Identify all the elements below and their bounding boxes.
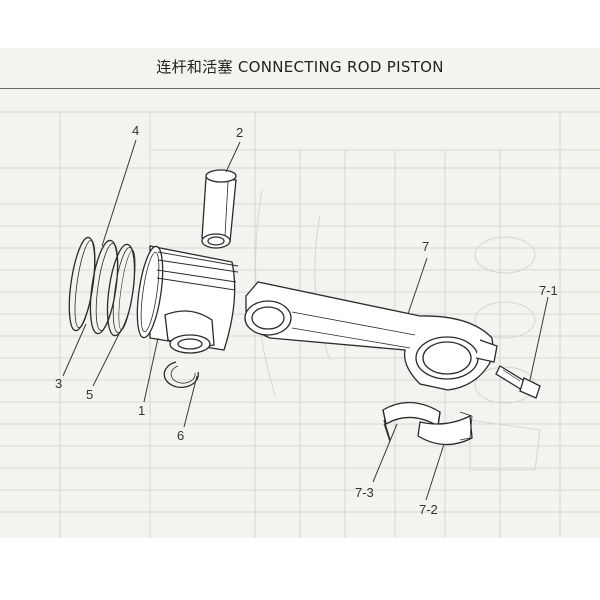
callout-7-1: 7-1 <box>539 283 558 298</box>
bearing-shell-lower-part <box>417 411 473 446</box>
callout-1: 1 <box>138 403 146 418</box>
callout-4: 4 <box>132 123 140 138</box>
connecting-rod-bolt-part <box>495 365 541 399</box>
piston-ring-parts <box>68 236 136 337</box>
callout-7: 7 <box>422 239 430 254</box>
piston-part <box>136 245 239 354</box>
callout-6: 6 <box>177 428 185 443</box>
callout-2: 2 <box>236 125 244 140</box>
connecting-rod-part <box>244 281 498 391</box>
callout-5: 5 <box>86 387 94 402</box>
callout-7-3: 7-3 <box>355 485 374 500</box>
snap-ring-part <box>163 361 199 388</box>
callout-3: 3 <box>55 376 63 391</box>
callout-7-2: 7-2 <box>419 502 438 517</box>
piston-pin-part <box>201 169 237 249</box>
title-divider <box>0 88 600 89</box>
leader-lines <box>62 139 549 501</box>
page-title: 连杆和活塞 CONNECTING ROD PISTON <box>156 58 444 76</box>
